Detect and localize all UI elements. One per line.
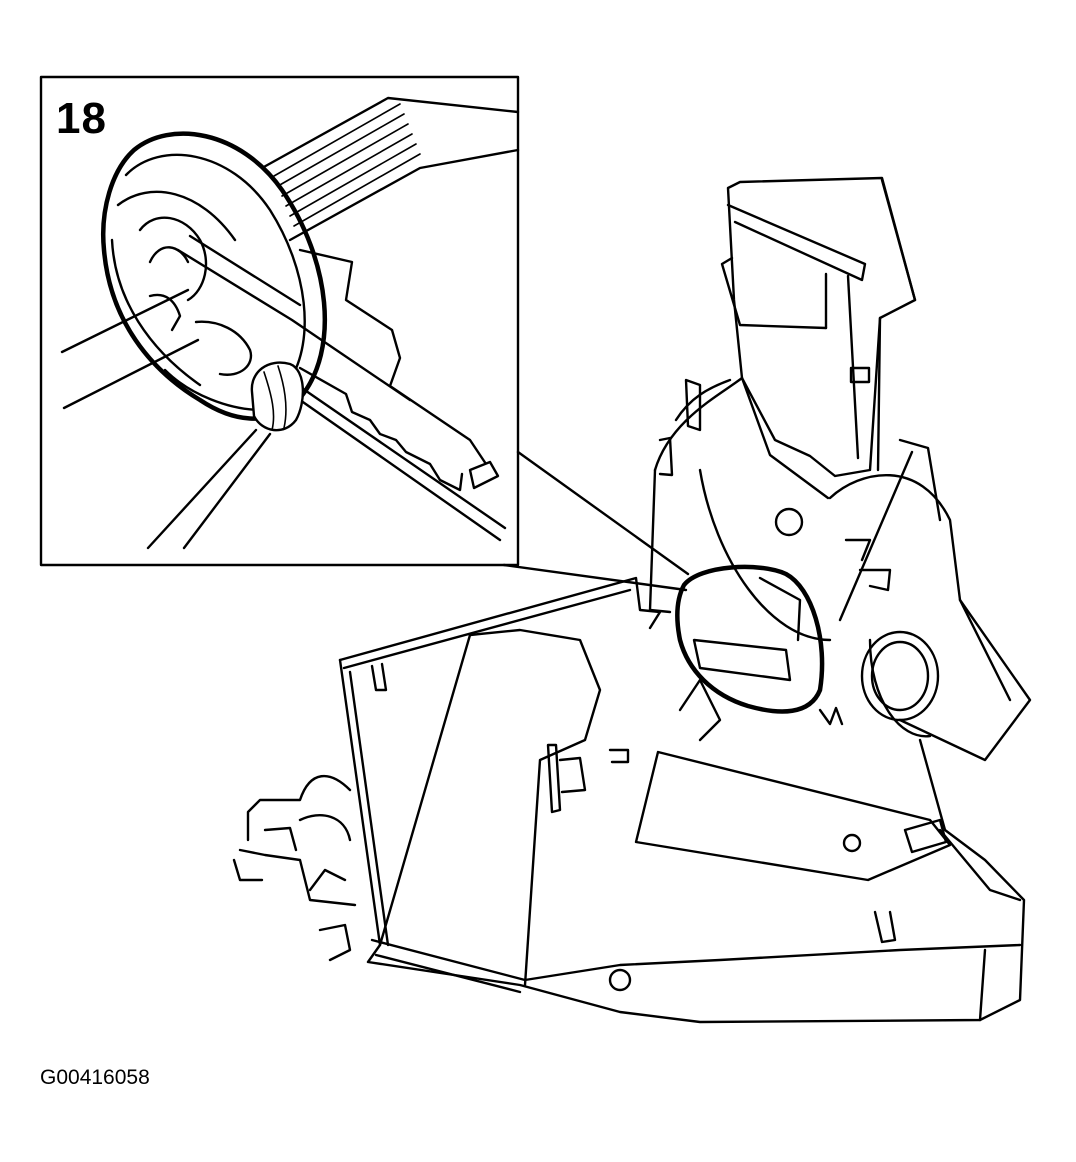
step-number: 18 xyxy=(56,94,107,143)
detail-inset-frame xyxy=(39,75,520,567)
callout-leader-lower xyxy=(502,563,688,592)
lower-housing xyxy=(338,576,1026,1024)
blower-housing xyxy=(648,376,832,642)
upper-duct-tower xyxy=(720,176,917,500)
figure-id: G00416058 xyxy=(40,1066,150,1089)
left-actuator-cluster xyxy=(232,774,357,962)
callout-leader-upper xyxy=(516,450,690,576)
shaft-seal-detail-icon xyxy=(60,96,520,550)
right-outlet-cover xyxy=(818,438,1032,762)
seal-ring-callout xyxy=(675,564,825,714)
heater-housing-assembly-icon xyxy=(232,176,1032,1024)
detail-inset xyxy=(39,75,690,592)
